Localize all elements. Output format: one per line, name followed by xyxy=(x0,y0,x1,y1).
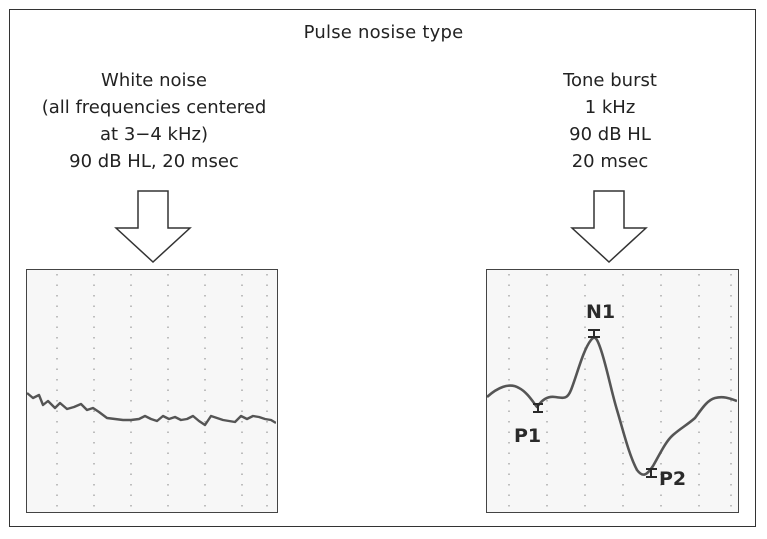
down-arrow-icon xyxy=(570,190,648,268)
figure-title: Pulse nosise type xyxy=(303,22,464,43)
grid-dots xyxy=(56,274,268,508)
peak-label-n1: N1 xyxy=(586,301,615,323)
tone-burst-waveform: P1 N1 P2 xyxy=(487,274,737,508)
peak-label-p2: P2 xyxy=(659,468,686,490)
tone-burst-description: Tone burst 1 kHz 90 dB HL 20 msec xyxy=(500,67,720,175)
grid-dots xyxy=(508,274,732,508)
tone-burst-line-4: 20 msec xyxy=(571,151,649,172)
tone-burst-waveform-panel: P1 N1 P2 xyxy=(486,269,739,513)
figure-frame xyxy=(9,9,756,527)
white-noise-waveform-panel xyxy=(26,269,278,513)
flat-response-trace xyxy=(27,392,276,427)
white-noise-line-2: (all frequencies centered xyxy=(41,97,267,118)
white-noise-line-1: White noise xyxy=(101,70,207,91)
tone-burst-line-2: 1 kHz xyxy=(584,97,636,118)
down-arrow-icon xyxy=(114,190,192,268)
white-noise-line-3: at 3−4 kHz) xyxy=(100,124,208,145)
white-noise-description: White noise (all frequencies centered at… xyxy=(19,67,289,175)
peak-markers xyxy=(533,329,657,478)
white-noise-waveform xyxy=(27,274,276,508)
tone-burst-line-1: Tone burst xyxy=(563,70,657,91)
white-noise-line-4: 90 dB HL, 20 msec xyxy=(69,151,239,172)
peak-label-p1: P1 xyxy=(514,425,541,447)
tone-burst-line-3: 90 dB HL xyxy=(569,124,651,145)
